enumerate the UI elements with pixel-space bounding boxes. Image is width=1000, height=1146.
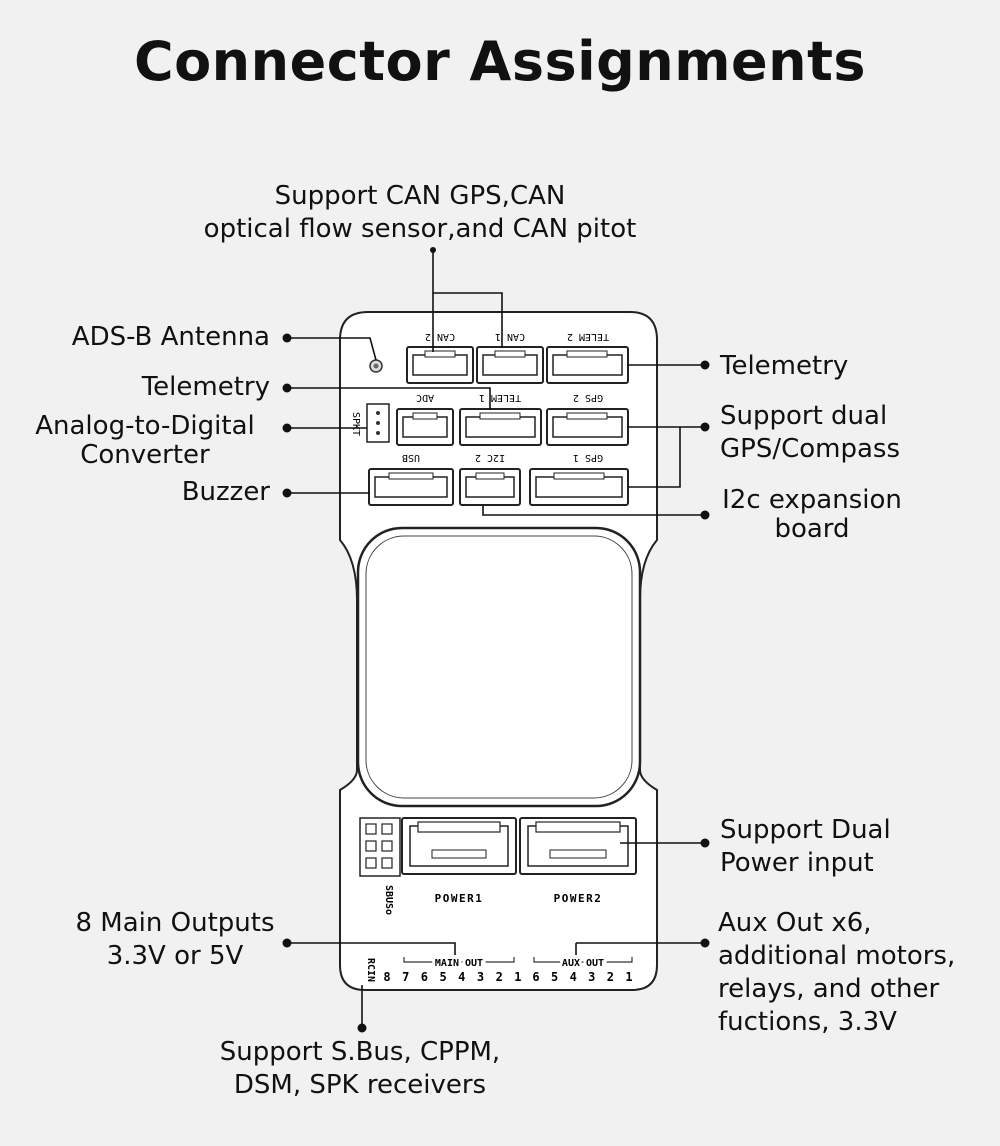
connector-gps2 <box>546 408 629 446</box>
label-can2: CAN 2 <box>425 331 455 342</box>
callout-line: Support S.Bus, CPPM, <box>219 1037 501 1067</box>
callout-line: Telemetry <box>720 351 849 381</box>
callout-line: Support CAN GPS,CAN <box>274 181 566 211</box>
sbus-pin-block <box>359 817 401 877</box>
callout-line: ADS-B Antenna <box>71 322 270 352</box>
callout-line: Support Dual <box>720 815 891 845</box>
callout-telemetry-right: Telemetry <box>720 350 848 383</box>
connector-power1 <box>401 817 517 875</box>
main-out-bracket <box>403 957 515 963</box>
connector-i2c2 <box>459 468 521 506</box>
callout-line: board <box>774 514 850 544</box>
label-sbuso: SBUSo <box>383 885 394 915</box>
callout-line: optical flow sensor,and CAN pitot <box>203 214 637 244</box>
label-spkt: SPKT <box>350 412 361 436</box>
label-can1: CAN 1 <box>495 331 525 342</box>
output-pin-number: 1 <box>625 970 632 984</box>
label-main-out: MAIN OUT <box>435 958 483 969</box>
callout-line: 8 Main Outputs <box>75 908 275 938</box>
leader-dots <box>282 247 710 1033</box>
connector-telem2 <box>546 346 629 384</box>
output-pin-number: 4 <box>458 970 465 984</box>
callout-line: GPS/Compass <box>720 434 901 464</box>
callout-line: Power input <box>720 848 874 878</box>
callout-can-support: Support CAN GPS,CAN optical flow sensor,… <box>180 180 660 246</box>
callout-dual-gps: Support dual GPS/Compass <box>720 400 900 466</box>
output-pin-number: 7 <box>402 970 409 984</box>
output-pin-number: 1 <box>514 970 521 984</box>
callout-line: Telemetry <box>141 372 270 402</box>
callout-line: fuctions, 3.3V <box>718 1007 897 1037</box>
callout-line: Aux Out x6, <box>718 908 872 938</box>
output-pin-number: 8 <box>383 970 390 984</box>
label-aux-out: AUX OUT <box>562 958 604 969</box>
connector-power2 <box>519 817 637 875</box>
label-i2c2: I2C 2 <box>475 452 505 463</box>
aux-out-bracket <box>533 957 633 963</box>
output-pin-number: 3 <box>477 970 484 984</box>
label-power2: POWER2 <box>554 892 603 905</box>
connector-telem1 <box>459 408 542 446</box>
output-pin-number: 3 <box>588 970 595 984</box>
label-adc: ADC <box>416 392 434 403</box>
connector-spkt <box>366 403 390 443</box>
callout-line: Analog-to-Digital <box>35 411 255 441</box>
callout-line: 3.3V or 5V <box>106 941 244 971</box>
callout-i2c: I2c expansion board <box>712 486 912 544</box>
callout-line: Buzzer <box>181 477 270 507</box>
leader-lines <box>287 250 705 1028</box>
output-pin-number: 5 <box>439 970 446 984</box>
label-power1: POWER1 <box>435 892 484 905</box>
connector-gps1 <box>529 468 629 506</box>
label-telem2: TELEM 2 <box>567 331 609 342</box>
output-pin-number: 5 <box>551 970 558 984</box>
label-gps2: GPS 2 <box>573 392 603 403</box>
callout-line: additional motors, <box>718 941 956 971</box>
callout-line: I2c expansion <box>722 485 902 515</box>
label-rcin: RCIN <box>365 958 376 982</box>
label-telem1: TELEM 1 <box>479 392 521 403</box>
callout-line: Support dual <box>720 401 888 431</box>
output-pin-number: 6 <box>532 970 539 984</box>
connector-can2 <box>406 346 474 384</box>
callout-telemetry-left: Telemetry <box>20 371 270 404</box>
page-title: Connector Assignments <box>133 30 867 93</box>
callout-adsb: ADS-B Antenna <box>20 321 270 354</box>
output-pin-number: 2 <box>607 970 614 984</box>
center-window <box>356 526 642 808</box>
label-gps1: GPS 1 <box>573 452 603 463</box>
output-pin-number: 6 <box>421 970 428 984</box>
callout-dual-power: Support Dual Power input <box>720 814 891 880</box>
callout-aux-out: Aux Out x6, additional motors, relays, a… <box>718 907 955 1039</box>
connector-adc <box>396 408 454 446</box>
callout-sbus: Support S.Bus, CPPM, DSM, SPK receivers <box>180 1036 540 1102</box>
connector-can1 <box>476 346 544 384</box>
callout-adc: Analog-to-Digital Converter <box>30 412 260 470</box>
label-usb: USB <box>402 452 420 463</box>
connector-usb <box>368 468 454 506</box>
callout-line: relays, and other <box>718 974 940 1004</box>
output-pin-number: 2 <box>496 970 503 984</box>
callout-line: DSM, SPK receivers <box>233 1070 487 1100</box>
callout-main-outputs: 8 Main Outputs 3.3V or 5V <box>40 907 310 973</box>
output-pin-number: 4 <box>570 970 577 984</box>
callout-buzzer: Buzzer <box>20 476 270 509</box>
callout-line: Converter <box>80 440 210 470</box>
